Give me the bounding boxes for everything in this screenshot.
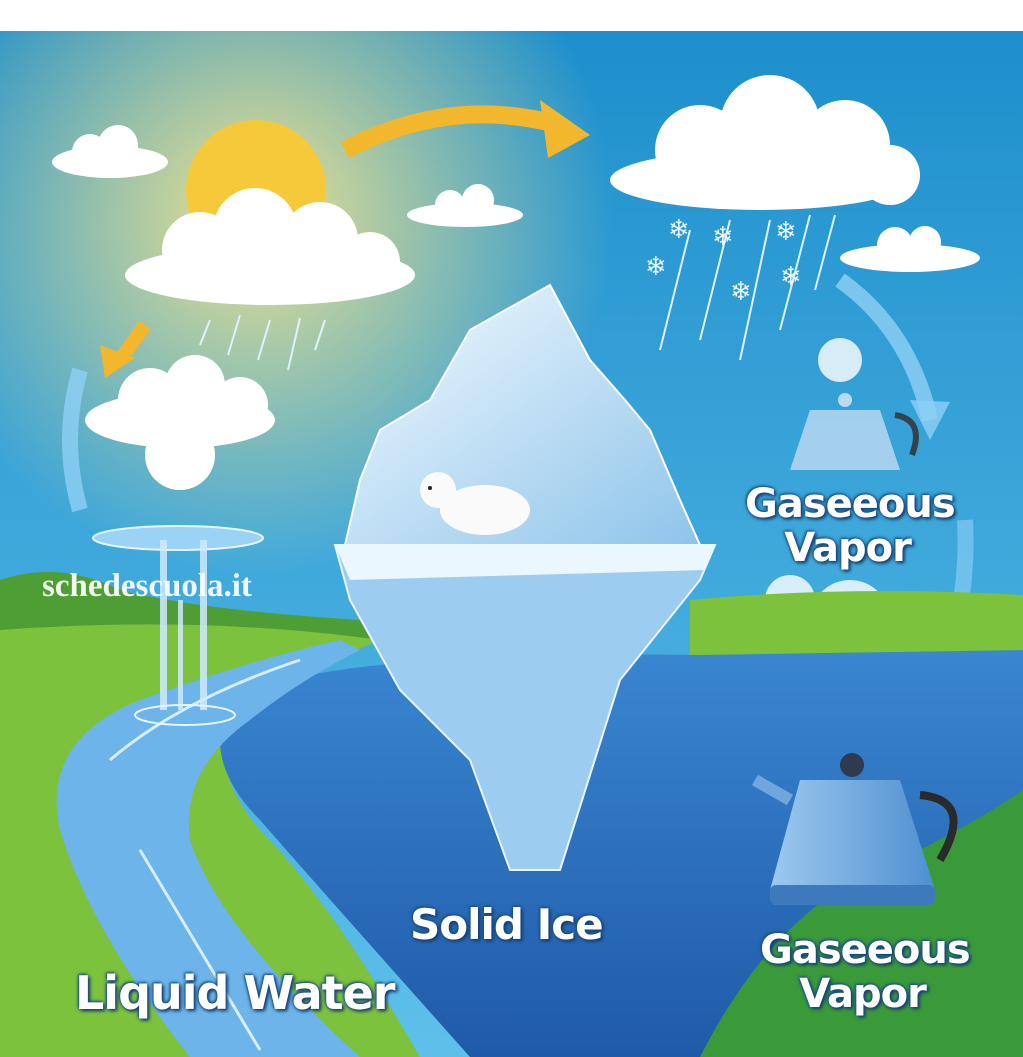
label-gaseous-vapor-top: Gaseeous Vapor (745, 481, 956, 571)
svg-text:❄: ❄ (645, 252, 667, 282)
kettle-icon (790, 393, 919, 470)
label-line: Gaseeous (760, 927, 971, 973)
rain (199, 214, 836, 371)
svg-text:❄: ❄ (668, 215, 690, 245)
cloud-icon (407, 184, 523, 227)
arrow-head-icon (540, 100, 590, 158)
arrow-icon (62, 367, 88, 513)
cloud-icon (610, 75, 920, 210)
label-liquid-water: Liquid Water (75, 966, 395, 1020)
cloud-icon (125, 188, 415, 305)
arrow-icon (340, 105, 563, 158)
label-solid-ice: Solid Ice (410, 900, 604, 949)
iceberg (333, 283, 717, 871)
snowflake-icons: ❄❄❄❄❄❄ (645, 215, 802, 307)
kettle-icon (752, 753, 958, 905)
cloud-icon (52, 125, 168, 178)
svg-text:❄: ❄ (730, 277, 752, 307)
label-line: Vapor (799, 971, 927, 1017)
river (56, 640, 360, 1057)
watermark: schedescuola.it (42, 568, 252, 604)
svg-text:❄: ❄ (780, 262, 802, 292)
label-gaseous-vapor-bottom: Gaseeous Vapor (760, 927, 971, 1017)
cloud-icon (85, 355, 275, 490)
label-line: Vapor (784, 525, 912, 571)
polar-bear-icon (420, 472, 530, 535)
label-line: Gaseeous (745, 481, 956, 527)
cloud-icon (840, 226, 980, 272)
svg-text:❄: ❄ (712, 222, 734, 252)
svg-text:❄: ❄ (775, 217, 797, 247)
